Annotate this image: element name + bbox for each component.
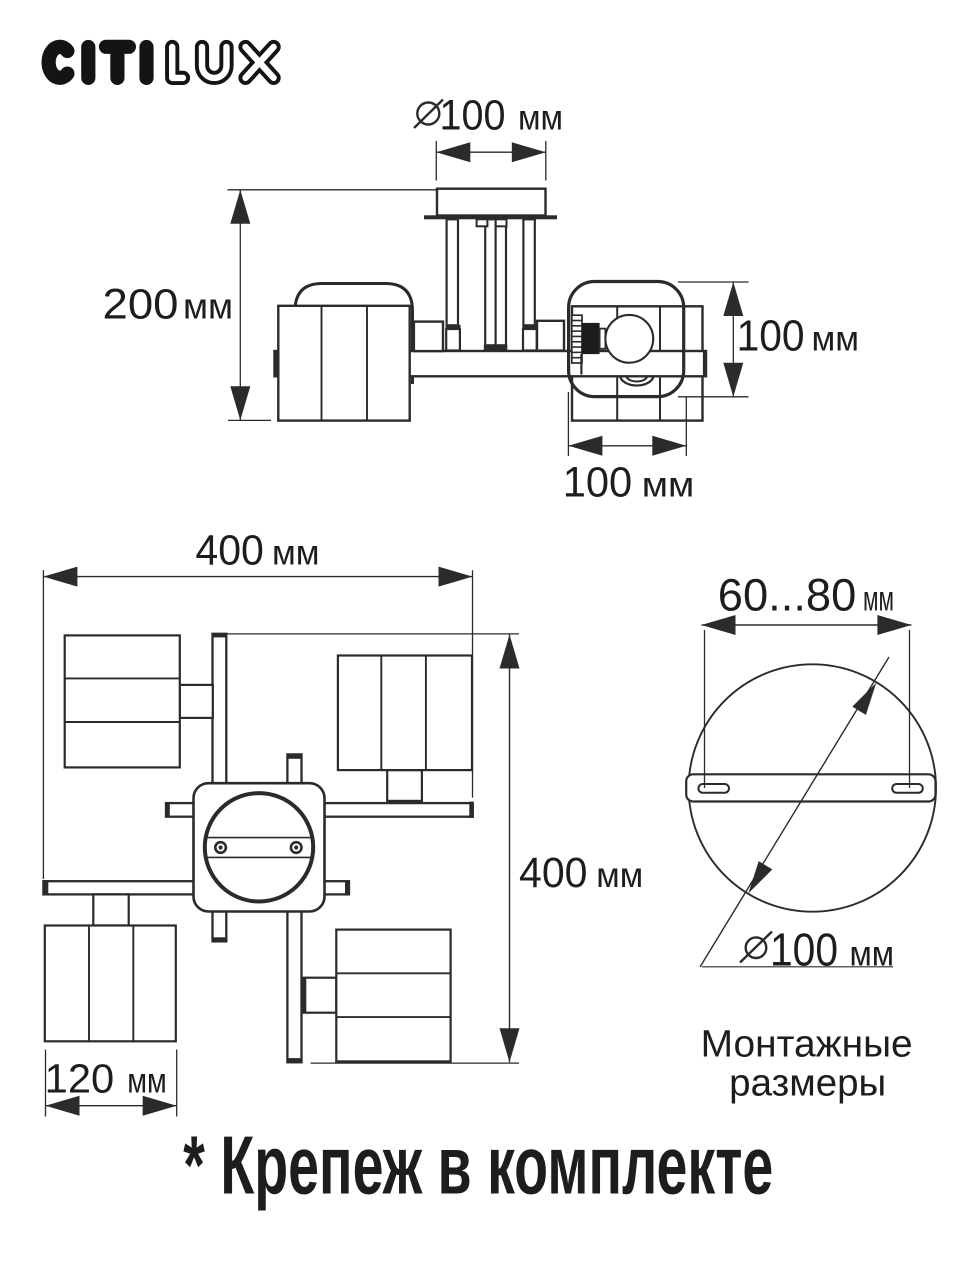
svg-text:* Крепеж в комплекте: * Крепеж в комплекте	[183, 1118, 773, 1211]
svg-text:400: 400	[519, 849, 588, 897]
svg-text:мм: мм	[642, 466, 695, 505]
svg-text:200: 200	[103, 281, 179, 329]
svg-text:100: 100	[737, 312, 805, 361]
svg-text:мм: мм	[272, 534, 320, 573]
svg-text:120: 120	[45, 1056, 115, 1102]
svg-text:размеры: размеры	[729, 1063, 886, 1105]
svg-text:мм: мм	[127, 1062, 167, 1101]
svg-text:60...80: 60...80	[718, 570, 857, 621]
svg-text:мм: мм	[850, 934, 895, 973]
svg-text:Монтажные: Монтажные	[701, 1024, 913, 1066]
svg-text:100: 100	[770, 923, 838, 975]
svg-text:мм: мм	[863, 580, 894, 619]
svg-text:мм: мм	[518, 99, 563, 138]
svg-text:100: 100	[440, 92, 506, 140]
svg-text:мм: мм	[183, 286, 233, 327]
svg-text:мм: мм	[812, 320, 860, 359]
svg-text:400: 400	[195, 527, 264, 575]
svg-text:мм: мм	[596, 856, 643, 895]
svg-text:100: 100	[563, 459, 633, 507]
